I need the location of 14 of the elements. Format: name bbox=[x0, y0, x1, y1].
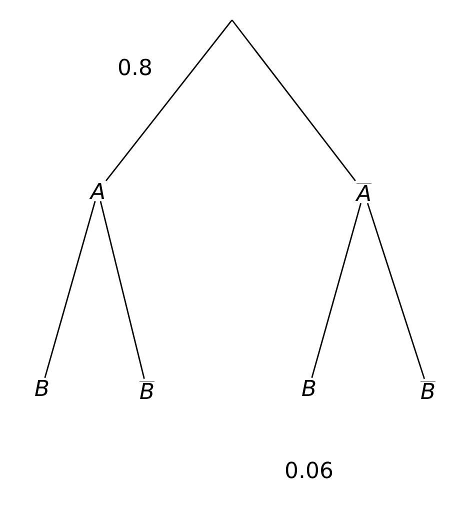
branch-line bbox=[100, 201, 145, 379]
branch-line bbox=[231, 20, 356, 182]
event-label: $A$ bbox=[89, 182, 104, 200]
branch-line bbox=[311, 203, 362, 378]
branch-line bbox=[366, 203, 426, 379]
branch-line bbox=[105, 20, 233, 182]
event-label: $\overline{B}$ bbox=[139, 382, 155, 400]
branch-line bbox=[44, 201, 96, 378]
probability-label: 0.8 bbox=[118, 58, 151, 76]
probability-label: 0.06 bbox=[286, 462, 332, 478]
event-label: $B$ bbox=[302, 380, 316, 396]
event-label: $\overline{A}$ bbox=[355, 184, 372, 202]
event-label: $\overline{B}$ bbox=[420, 382, 436, 400]
event-label: $B$ bbox=[35, 380, 48, 396]
